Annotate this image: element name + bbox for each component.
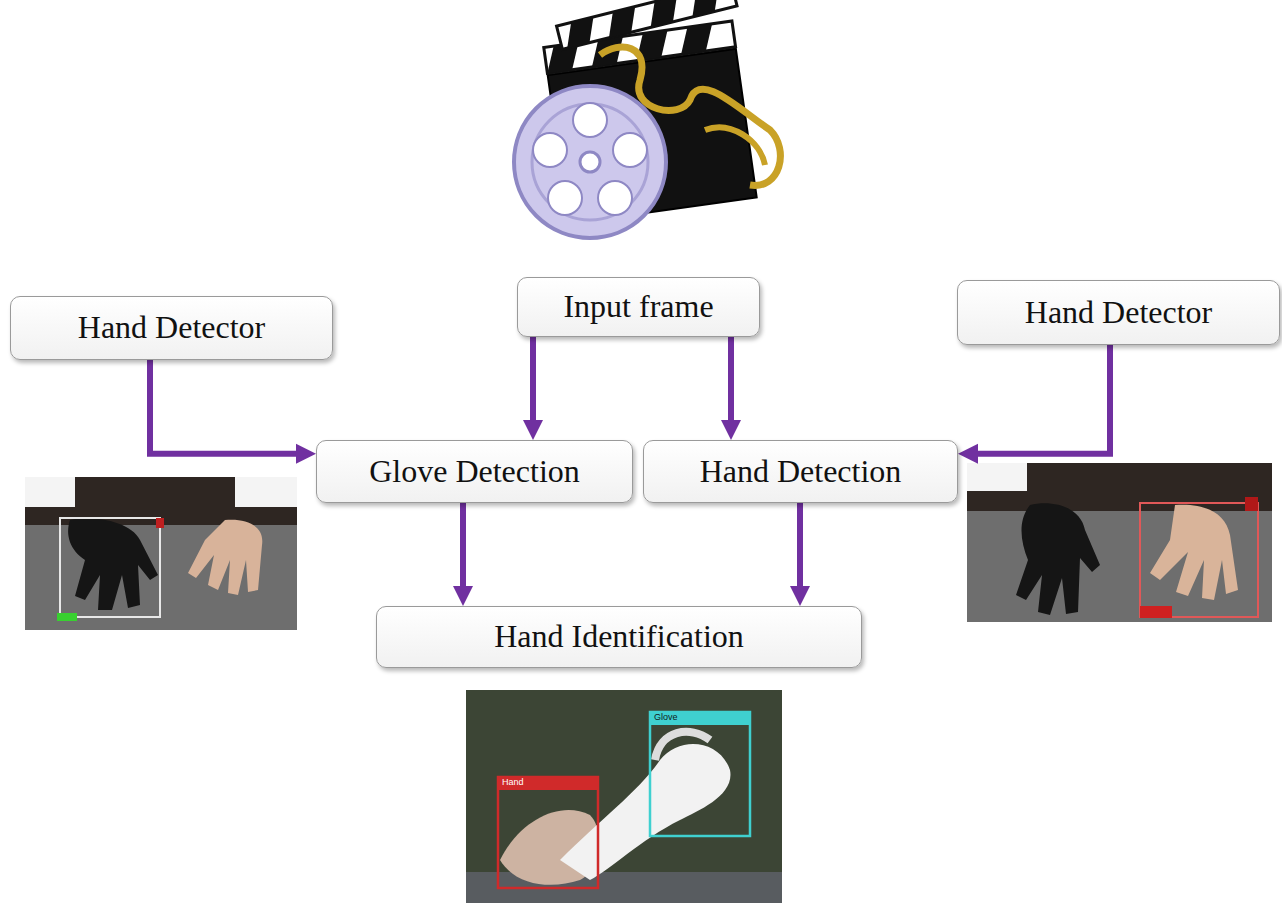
film-icon (514, 0, 780, 238)
flow-arrow (530, 337, 536, 426)
process-box: Hand Detector (957, 280, 1280, 345)
box-label: Glove Detection (369, 454, 580, 489)
detection-tag: Hand (500, 776, 526, 789)
box-label: Input frame (563, 289, 713, 324)
glove-photo (25, 477, 297, 630)
process-box: Hand Detector (10, 296, 333, 360)
box-label: Hand Detector (78, 310, 265, 345)
hand-photo (967, 463, 1272, 622)
box-label: Hand Detector (1025, 295, 1212, 330)
box-label: Hand Identification (494, 619, 744, 654)
flow-arrow (460, 503, 466, 592)
flow-arrow (150, 360, 302, 454)
box-label: Hand Detection (700, 454, 902, 489)
flow-arrow (972, 345, 1110, 454)
process-box: Hand Identification (376, 606, 862, 668)
flow-arrow (728, 337, 734, 426)
process-box: Glove Detection (316, 440, 633, 503)
process-box: Input frame (517, 277, 760, 337)
detection-tag: Glove (652, 711, 680, 724)
identification-photo (466, 690, 782, 903)
process-box: Hand Detection (643, 440, 958, 503)
flow-arrow (797, 503, 803, 592)
